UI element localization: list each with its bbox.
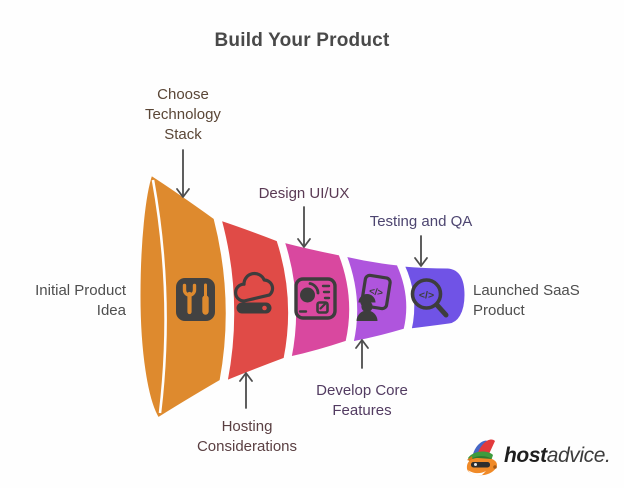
code-search-icon: </> [410, 278, 449, 318]
arrow-down-testing [414, 235, 428, 267]
stage-label-develop: Develop Core Features [316, 382, 408, 419]
design-board-icon [294, 277, 337, 320]
engineer-code-icon: </> [356, 273, 392, 321]
stage-label-testing: Testing and QA [369, 213, 473, 230]
hostadvice-logo[interactable]: hostadvice. [462, 434, 612, 478]
arrow-down-design [297, 206, 311, 248]
tools-icon [176, 278, 215, 321]
stage-label-technology: Choose Technology Stack [145, 86, 221, 143]
stage-icons: </> </> [176, 271, 449, 321]
cloud-server-icon [234, 271, 275, 314]
stage-label-hosting: Hosting Considerations [196, 418, 298, 455]
funnel-output-label: Launched SaaS Product [473, 282, 580, 319]
code-glyph: </> [419, 290, 434, 302]
funnel-mouth-rim [151, 179, 167, 414]
funnel-input-label: Initial Product Idea [35, 282, 126, 319]
arrow-up-develop [355, 339, 369, 369]
funnel-stage-hosting [217, 216, 292, 385]
funnel-stage-develop [342, 252, 410, 345]
annotation-arrows [176, 149, 428, 409]
arrow-down-technology [176, 149, 190, 198]
page-title: Build Your Product [214, 30, 390, 51]
arrow-up-hosting [239, 372, 253, 409]
fox-mascot-icon [466, 439, 497, 476]
brand-wordmark: hostadvice. [504, 444, 611, 467]
stage-label-design: Design UI/UX [258, 185, 350, 202]
funnel-stage-design [280, 238, 353, 360]
